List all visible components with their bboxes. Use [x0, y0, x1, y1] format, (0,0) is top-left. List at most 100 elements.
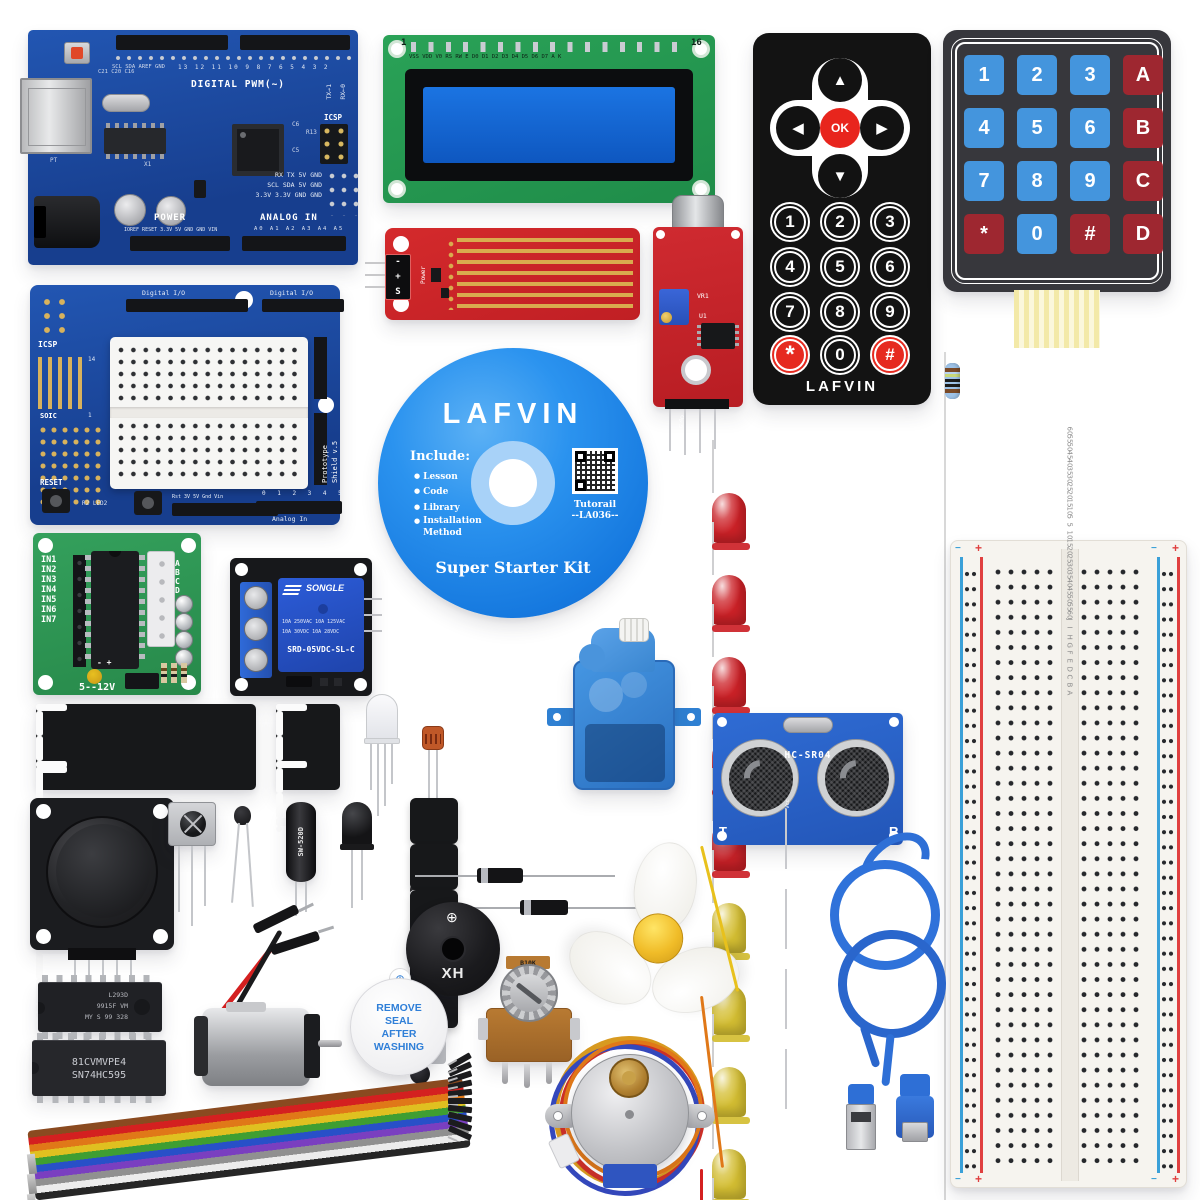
thermistor — [231, 806, 262, 908]
uln2003-chip — [91, 551, 139, 669]
smd-resistor — [181, 663, 187, 683]
seven-seg-digit — [276, 704, 319, 832]
icsp-pads — [40, 295, 70, 339]
smd-part — [431, 268, 441, 282]
opamp-chip — [697, 323, 739, 349]
pin-header — [130, 236, 230, 251]
mounting-hole — [393, 236, 409, 252]
mounting-hole — [388, 40, 406, 58]
dc-motor — [186, 902, 356, 1092]
seven-seg-digit — [36, 704, 79, 832]
resistor-lead — [944, 1106, 946, 1164]
pad-1: 1 — [88, 412, 92, 419]
led-dome — [712, 1149, 746, 1199]
capacitor — [87, 669, 102, 684]
include-item-label: Library — [423, 502, 460, 513]
sensor-pin — [365, 274, 385, 276]
sense-traces — [457, 238, 633, 310]
analog-pin-numbers: 0 1 2 3 4 5 — [262, 490, 346, 497]
segment — [276, 761, 307, 768]
remote-key-7: 7 — [770, 292, 810, 332]
servo-mount-tab — [673, 708, 701, 726]
cable-loop — [830, 860, 940, 970]
bullet-icon: ● — [414, 501, 421, 511]
leg — [436, 750, 438, 824]
resistor-lead — [944, 990, 946, 1048]
down-arrow-icon: ▼ — [832, 167, 848, 185]
ref-r13: R13 — [306, 129, 317, 136]
usb-a-plug — [846, 1084, 876, 1152]
qr-finder — [575, 480, 586, 491]
seal-text: REMOVE — [376, 1001, 422, 1014]
resistor-lead — [944, 642, 946, 700]
pin-header — [256, 501, 342, 514]
button-plunger — [50, 495, 62, 507]
cathode-band — [524, 900, 531, 915]
motor-rear — [194, 1016, 208, 1076]
soic-label: SOIC — [40, 412, 57, 420]
led-pack — [712, 440, 942, 1200]
mounting-hole — [38, 538, 53, 553]
corner-hole — [731, 230, 740, 239]
usb-b-plug — [896, 1074, 934, 1144]
resistor-body — [945, 363, 960, 399]
ref-c5: C5 — [292, 147, 300, 154]
chip-notch — [109, 551, 121, 557]
reset-button — [64, 42, 90, 64]
rail-plus: + — [1172, 541, 1180, 555]
keypad-key-2: 2 — [1017, 55, 1057, 95]
led-label: A — [175, 559, 180, 568]
terminal-screw — [244, 586, 268, 610]
sensor-pin — [365, 286, 385, 288]
gear-circle — [621, 672, 647, 698]
pin-label: Vcc — [785, 799, 791, 809]
relay-body: SONGLE 10A 250VAC 10A 125VAC 10A 30VDC 1… — [278, 578, 364, 672]
rail-line-positive — [1177, 557, 1180, 1173]
jumper-block — [125, 673, 159, 689]
stick-cap — [56, 824, 150, 918]
jumper-wire — [700, 1169, 703, 1200]
mounting-hole — [38, 675, 53, 690]
mounting-hole — [393, 296, 409, 312]
chip-legs — [735, 325, 739, 347]
mounting-hole — [235, 678, 248, 691]
led-dome — [712, 575, 746, 625]
leg — [377, 744, 379, 816]
pin — [714, 409, 716, 449]
diode-body — [520, 900, 568, 915]
resistor-lead — [944, 410, 946, 468]
digital-io-label: Digital I/O — [142, 289, 186, 297]
micro-servo — [535, 618, 713, 802]
smd-part — [334, 678, 342, 686]
diode-body — [477, 868, 523, 883]
chip-dimple — [134, 999, 150, 1015]
pin-label-minus: - — [395, 257, 401, 268]
corner-hole — [656, 230, 665, 239]
pot-side-tab — [478, 1018, 488, 1040]
resistor-lead — [944, 1048, 946, 1106]
led-label: C — [175, 577, 180, 586]
shaft-core — [622, 1071, 636, 1085]
seal-text: WASHING — [373, 1040, 425, 1053]
rail-holes — [1161, 571, 1175, 1171]
ir-led — [340, 802, 376, 918]
smd-capacitor — [194, 180, 206, 198]
relay-model: SRD-05VDC-SL-C — [287, 645, 355, 654]
input-label: IN5 — [41, 595, 57, 605]
pin-header — [172, 503, 278, 516]
segment — [36, 766, 67, 773]
led-leg — [712, 468, 714, 493]
tilt-label: SW-520D — [297, 827, 305, 857]
analog-in-label: Analog In — [272, 515, 308, 523]
segment — [36, 736, 43, 761]
pin — [785, 809, 787, 869]
keypad-key-B: B — [1123, 108, 1163, 148]
gear-circle — [589, 678, 623, 712]
test-clip — [252, 903, 300, 935]
ear-hole — [553, 1111, 563, 1121]
pot-side-tab — [570, 1018, 580, 1040]
led — [712, 440, 750, 550]
